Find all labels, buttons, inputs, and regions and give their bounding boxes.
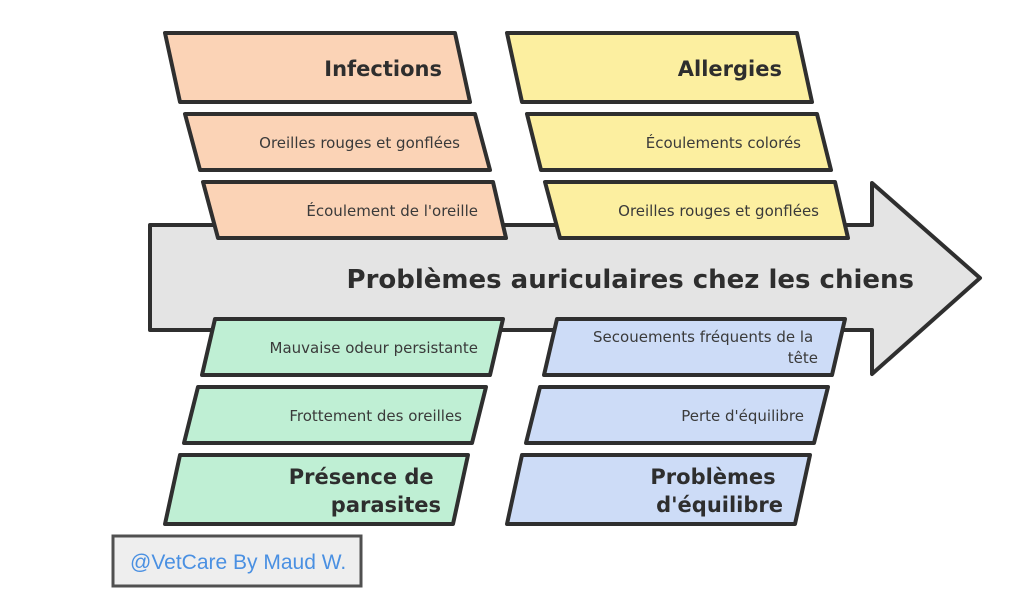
category-equilibre: Secouements fréquents de la tête Perte d…: [505, 317, 847, 526]
infections-header-box: [163, 31, 472, 104]
equilibre-cause-1: Secouements fréquents de la tête: [593, 328, 818, 367]
parasites-cause-2: Frottement des oreilles: [289, 407, 462, 425]
infections-cause-2: Écoulement de l'oreille: [306, 201, 478, 220]
category-infections: Infections Oreilles rouges et gonflées É…: [163, 31, 508, 240]
infections-cause-box-1: [183, 112, 492, 172]
equilibre-label-line-1: Problèmes: [650, 465, 775, 489]
allergies-cause-box-2: [543, 180, 850, 240]
allergies-cause-1: Écoulements colorés: [646, 133, 801, 152]
infections-cause-1: Oreilles rouges et gonflées: [259, 134, 460, 152]
allergies-cause-2: Oreilles rouges et gonflées: [618, 202, 819, 220]
infections-cause-box-2: [201, 180, 508, 240]
parasites-header-box: [163, 453, 470, 526]
allergies-header-box: [505, 31, 814, 104]
allergies-cause-box-1: [525, 112, 833, 172]
equilibre-cause-box-2: [524, 385, 830, 445]
parasites-cause-box-1: [200, 317, 505, 377]
credit-text: @VetCare By Maud W.: [130, 551, 346, 574]
equilibre-cause-1-line-1: Secouements fréquents de la: [593, 328, 813, 346]
equilibre-header-box: [505, 453, 812, 526]
category-allergies: Allergies Écoulements colorés Oreilles r…: [505, 31, 850, 240]
diagram-title: Problèmes auriculaires chez les chiens: [347, 265, 914, 295]
equilibre-label-line-2: d'équilibre: [656, 493, 783, 517]
category-parasites: Mauvaise odeur persistante Frottement de…: [163, 317, 505, 526]
parasites-cause-box-2: [182, 385, 488, 445]
credit-box-frame: [111, 534, 363, 588]
credit-box: @VetCare By Maud W.: [111, 534, 363, 588]
equilibre-cause-box-1: [542, 317, 847, 377]
equilibre-cause-1-line-2: tête: [788, 349, 818, 367]
parasites-cause-1: Mauvaise odeur persistante: [270, 339, 478, 357]
parasites-label: Présence de parasites: [289, 465, 441, 517]
equilibre-label: Problèmes d'équilibre: [650, 465, 783, 517]
equilibre-cause-2: Perte d'équilibre: [681, 407, 804, 425]
parasites-label-line-1: Présence de: [289, 465, 434, 489]
parasites-label-line-2: parasites: [331, 493, 441, 517]
allergies-label: Allergies: [678, 57, 782, 81]
infections-label: Infections: [324, 57, 442, 81]
